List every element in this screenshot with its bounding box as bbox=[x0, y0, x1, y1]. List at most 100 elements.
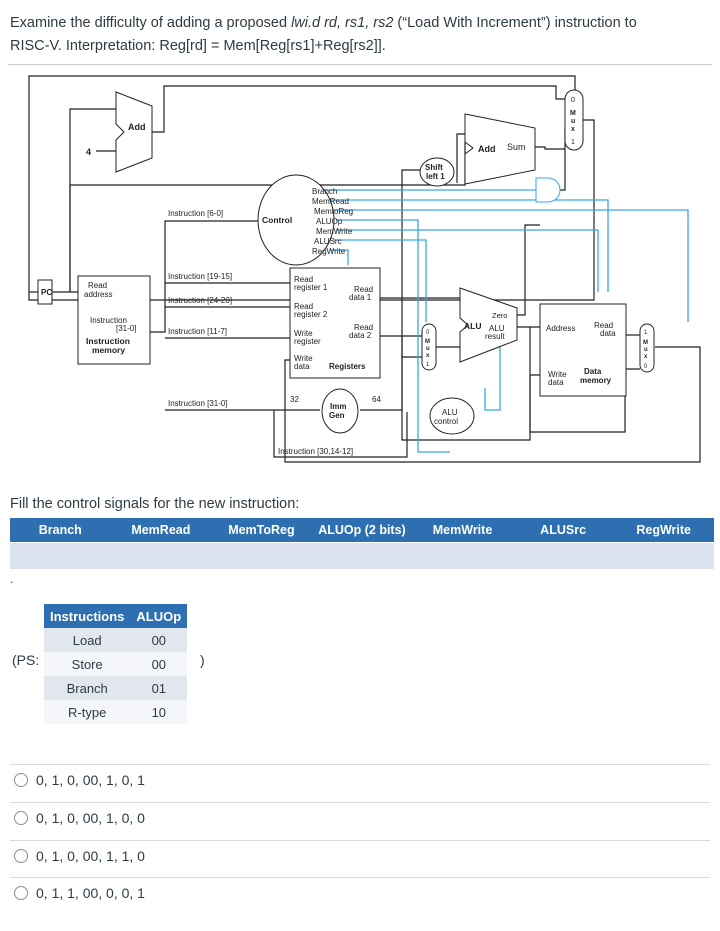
sig-memread: MemRead bbox=[312, 197, 349, 206]
alusrc-mux bbox=[421, 323, 437, 371]
field-31-0: Instruction [31-0] bbox=[168, 399, 228, 408]
option-divider bbox=[10, 840, 710, 841]
branch-adder-label: Add bbox=[478, 144, 496, 154]
wire-bus-control bbox=[150, 220, 264, 333]
option-3[interactable]: 0, 1, 0, 00, 1, 1, 0 bbox=[14, 848, 145, 864]
field-6-0: Instruction [6-0] bbox=[168, 209, 223, 218]
radio-button[interactable] bbox=[14, 811, 28, 825]
alusrc-mux-1: 1 bbox=[426, 362, 430, 368]
question-part-1: Examine the difficulty of adding a propo… bbox=[10, 15, 292, 31]
ctrl-aluop bbox=[336, 219, 450, 453]
shift-left-label-1: Shift bbox=[425, 163, 443, 172]
ps-label: (PS: bbox=[12, 652, 40, 668]
read-address-label-2: address bbox=[84, 290, 112, 299]
pc-adder-label: Add bbox=[128, 122, 146, 132]
pc-label: PC bbox=[41, 288, 52, 297]
alu-result-label-1: ALU bbox=[489, 324, 505, 333]
zero-label: Zero bbox=[492, 311, 507, 320]
memtoreg-mux-m: M bbox=[643, 340, 648, 346]
aluop-value: 01 bbox=[130, 676, 188, 700]
pc-mux-0: 0 bbox=[571, 97, 575, 104]
option-4[interactable]: 0, 1, 1, 00, 0, 0, 1 bbox=[14, 885, 145, 901]
ctrl-memtoreg bbox=[333, 209, 689, 322]
imm-gen-label-2: Gen bbox=[329, 411, 345, 420]
option-divider bbox=[10, 877, 710, 878]
sig-aluop: ALUOp bbox=[316, 217, 343, 226]
option-4-label: 0, 1, 1, 00, 0, 0, 1 bbox=[36, 885, 145, 901]
aluop-instr: Branch bbox=[44, 676, 131, 700]
memtoreg-mux-0: 0 bbox=[644, 364, 648, 370]
control-signal-labels: Branch MemRead MemtoReg ALUOp MemWrite A… bbox=[312, 187, 353, 256]
read-data-l2: data bbox=[600, 329, 616, 338]
aluop-value: 10 bbox=[130, 700, 188, 724]
question-part-2: (“Load With Increment”) instruction to bbox=[393, 15, 637, 31]
wire-add-out bbox=[152, 85, 565, 133]
alusrc-mux-u: u bbox=[426, 346, 430, 352]
control-unit bbox=[257, 174, 335, 266]
col-aluop: ALUOp (2 bits) bbox=[311, 518, 413, 543]
registers-label: Registers bbox=[329, 362, 366, 371]
instruction-name: lwi.d rd, rs1, rs2 bbox=[291, 15, 394, 31]
option-divider bbox=[10, 802, 710, 803]
option-2[interactable]: 0, 1, 0, 00, 1, 0, 0 bbox=[14, 810, 145, 826]
instruction-label-2: [31-0] bbox=[116, 324, 136, 333]
data-memory-label-1: Data bbox=[584, 367, 602, 376]
radio-button[interactable] bbox=[14, 773, 28, 787]
ctrl-memwrite bbox=[336, 229, 599, 292]
table-row: Load 00 bbox=[44, 628, 188, 652]
ctrl-aluctrl bbox=[484, 340, 501, 411]
radio-button[interactable] bbox=[14, 849, 28, 863]
stray-dot: . bbox=[10, 572, 14, 586]
memtoreg-mux-u: u bbox=[644, 347, 648, 353]
imm-gen-label-1: Imm bbox=[330, 402, 346, 411]
control-wires bbox=[322, 189, 689, 453]
wire-pc-to-add bbox=[69, 108, 116, 292]
wd-l2: data bbox=[294, 362, 310, 371]
control-signal-table: Branch MemRead MemToReg ALUOp (2 bits) M… bbox=[10, 518, 714, 569]
rr1-l2: register 1 bbox=[294, 283, 328, 292]
wire-top-loop bbox=[28, 75, 576, 292]
instruction-memory-label-2: memory bbox=[92, 345, 125, 355]
field-30-14-12: Instruction [30,14-12] bbox=[278, 447, 353, 456]
aluop-instr: Load bbox=[44, 628, 131, 652]
alusrc-mux-0: 0 bbox=[426, 330, 430, 336]
wire-rd2-down bbox=[401, 336, 420, 441]
table-row: R-type 10 bbox=[44, 700, 188, 724]
col-branch: Branch bbox=[10, 518, 111, 543]
bits-64: 64 bbox=[372, 395, 381, 404]
datapath-wires bbox=[28, 75, 701, 463]
sig-memwrite: MemWrite bbox=[316, 227, 353, 236]
pc-mux-u: u bbox=[571, 118, 575, 125]
col-memtoreg: MemToReg bbox=[211, 518, 312, 543]
alu-control-label-2: control bbox=[434, 417, 458, 426]
rd1-l2: data 1 bbox=[349, 293, 372, 302]
read-data-l1: Read bbox=[594, 321, 613, 330]
wire-alu-ctrl-in bbox=[273, 410, 408, 458]
alu bbox=[459, 287, 518, 363]
control-label: Control bbox=[262, 215, 292, 225]
datapath-diagram: PC Read address Instruction [31-0] Instr… bbox=[28, 75, 701, 463]
bits-32: 32 bbox=[290, 395, 299, 404]
data-memory bbox=[539, 303, 627, 397]
fill-instruction: Fill the control signals for the new ins… bbox=[10, 496, 300, 512]
register-file bbox=[289, 267, 381, 379]
sig-memtoreg: MemtoReg bbox=[314, 207, 353, 216]
pc-mux-1: 1 bbox=[571, 139, 575, 146]
pc-mux-m: M bbox=[570, 110, 576, 117]
wr-l1: Write bbox=[294, 329, 313, 338]
wire-shift-add bbox=[456, 133, 465, 183]
table-row: Store 00 bbox=[44, 652, 188, 676]
data-memory-labels: Address Read data Write data Data memory bbox=[546, 321, 616, 387]
instruction-field-labels: Instruction [6-0] Instruction [19-15] In… bbox=[168, 209, 353, 456]
memtoreg-mux-x: x bbox=[644, 354, 648, 360]
shift-left-label-2: left 1 bbox=[426, 172, 445, 181]
alusrc-mux-m: M bbox=[425, 339, 430, 345]
col-memread: MemRead bbox=[110, 518, 212, 543]
radio-button[interactable] bbox=[14, 886, 28, 900]
instruction-memory-label-1: Instruction bbox=[86, 336, 130, 346]
alu-control bbox=[429, 397, 475, 435]
rd2-l1: Read bbox=[354, 323, 373, 332]
wire-imm-mux bbox=[360, 356, 422, 411]
pc-register bbox=[37, 279, 53, 305]
option-1[interactable]: 0, 1, 0, 00, 1, 0, 1 bbox=[14, 772, 145, 788]
